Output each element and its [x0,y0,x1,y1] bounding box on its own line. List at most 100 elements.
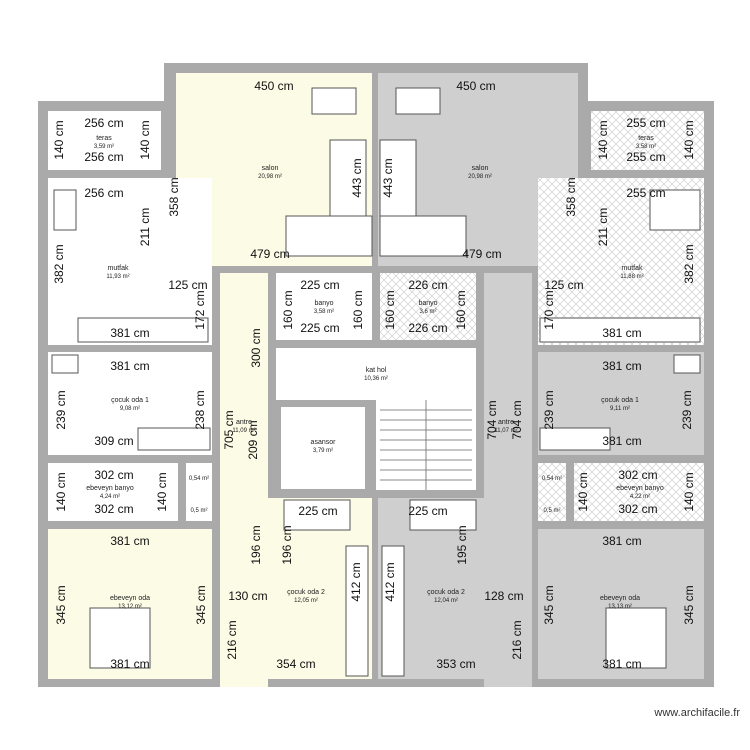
dim-353: 353 cm [436,657,475,671]
dim-160-a: 160 cm [281,290,295,329]
dim-450-left: 450 cm [254,79,293,93]
furniture [51,87,701,677]
area-cocuk2-right: 12,04 m² [434,598,458,604]
area-mutfak-left: 11,93 m² [106,274,129,280]
label-teras-left: teras [96,135,112,142]
area-salon-right: 20,98 m² [468,174,492,180]
dim-345-a: 345 cm [54,585,68,624]
dim-140-d: 140 cm [682,120,696,159]
dim-302-a: 302 cm [94,468,133,482]
label-cocuk2-right: çocuk oda 2 [427,589,465,596]
area-teras-right: 3,58 m² [636,144,656,150]
dim-381-i: 381 cm [602,657,641,671]
dim-705: 705 cm [222,410,236,449]
area-cocuk1-left: 9,08 m² [120,406,140,412]
dim-216-b: 216 cm [510,620,524,659]
dim-381-c: 381 cm [110,359,149,373]
dim-256-c: 256 cm [84,186,123,200]
dim-211-b: 211 cm [596,208,610,246]
dimension-labels-vertical: 140 cm 140 cm 140 cm 140 cm 358 cm 358 c… [52,120,696,659]
dim-256-b: 256 cm [84,150,123,164]
dim-172: 172 cm [193,290,207,329]
dim-345-d: 345 cm [682,585,696,624]
stair-steps [380,400,472,490]
dim-255-c: 255 cm [626,186,665,200]
label-ebbanyo-right: ebeveyn banyo [616,485,664,492]
dim-382-b: 382 cm [682,244,696,283]
room-kathol [276,348,476,400]
area-ebbanyo-right: 4,22 m² [630,494,650,500]
dim-479-b: 479 cm [462,247,501,261]
dim-140-b: 140 cm [138,120,152,159]
dim-225-b: 225 cm [300,321,339,335]
label-cocuk2-left: çocuk oda 2 [287,589,325,596]
dim-381-a: 381 cm [110,326,149,340]
area-banyo-right: 3,6 m² [419,309,436,315]
dim-345-b: 345 cm [194,585,208,624]
label-cocuk1-right: çocuk oda 1 [601,397,639,404]
dim-309: 309 cm [94,434,133,448]
dim-479-a: 479 cm [250,247,289,261]
area-banyo-left: 3,58 m² [314,309,334,315]
dim-239-c: 239 cm [680,390,694,429]
label-antre-left: antre [236,419,252,426]
area-small-left-1: 0,54 m² [189,476,209,482]
area-ebeveyn-right: 13,13 m² [608,604,632,610]
area-ebeveyn-left: 13,12 m² [118,604,142,610]
room-asansor [281,407,365,489]
label-ebeveyn-right: ebeveyn oda [600,595,640,602]
dim-226-a: 226 cm [408,278,447,292]
dim-195: 195 cm [455,525,469,564]
room-banyo-left [276,273,372,340]
area-small-right-2: 0,5 m² [543,508,560,514]
dim-226-b: 226 cm [408,321,447,335]
room-small-left [186,463,212,521]
label-mutfak-left: mutfak [107,265,129,272]
dim-412-a: 412 cm [349,562,363,601]
dim-216-a: 216 cm [225,620,239,659]
dim-160-c: 160 cm [383,290,397,329]
area-antre-right: 11,07 m² [494,428,517,434]
label-asansor: asansor [311,439,337,446]
room-banyo-right [380,273,476,340]
dim-381-d: 381 cm [602,359,641,373]
label-salon-right: salon [472,165,489,172]
dim-160-b: 160 cm [351,290,365,329]
area-cocuk2-left: 12,05 m² [294,598,318,604]
dim-140-f: 140 cm [155,472,169,511]
dim-130: 130 cm [228,589,267,603]
label-kathol: kat hol [366,367,387,374]
dim-450-right: 450 cm [456,79,495,93]
area-mutfak-right: 11,88 m² [620,274,643,280]
label-salon-left: salon [262,165,279,172]
dim-302-d: 302 cm [618,502,657,516]
label-ebbanyo-left: ebeveyn banyo [86,485,134,492]
dim-140-a: 140 cm [52,120,66,159]
dim-381-h: 381 cm [110,657,149,671]
area-small-left-2: 0,5 m² [190,508,207,514]
dim-381-f: 381 cm [110,534,149,548]
room-teras-left [48,111,161,170]
dim-160-d: 160 cm [454,290,468,329]
dim-354: 354 cm [276,657,315,671]
watermark: www.archifacile.fr [653,707,740,719]
area-ebbanyo-left: 4,24 m² [100,494,120,500]
room-ebbanyo-right [574,463,704,521]
dim-412-b: 412 cm [383,562,397,601]
dim-196-a: 196 cm [249,525,263,564]
dim-381-g: 381 cm [602,534,641,548]
label-ebeveyn-left: ebeveyn oda [110,595,150,602]
dim-382-a: 382 cm [52,244,66,283]
label-cocuk1-left: çocuk oda 1 [111,397,149,404]
dim-238: 238 cm [193,390,207,429]
dim-345-c: 345 cm [542,585,556,624]
label-banyo-left: banyo [314,300,333,307]
dim-704-b: 704 cm [510,400,524,439]
dim-225-a: 225 cm [300,278,339,292]
label-mutfak-right: mutfak [621,265,643,272]
dim-255-a: 255 cm [626,116,665,130]
dim-211-a: 211 cm [138,208,152,246]
dim-300: 300 cm [249,328,263,367]
dim-140-e: 140 cm [54,472,68,511]
